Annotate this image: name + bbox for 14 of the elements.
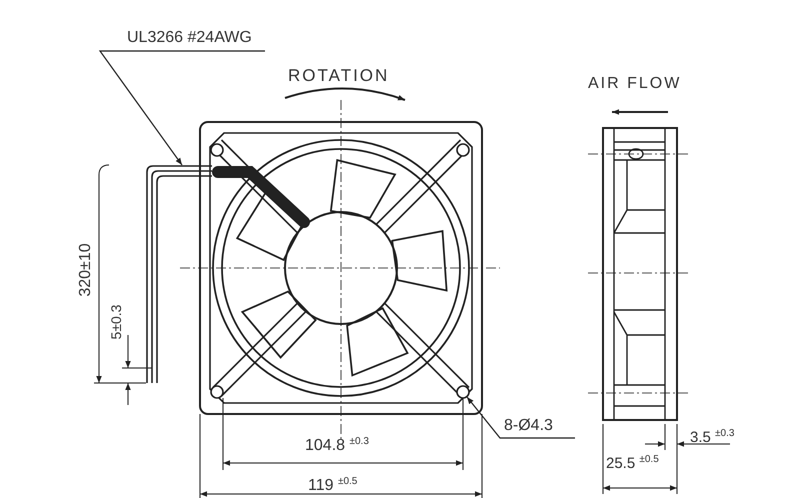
dimension-label: 5±0.3 [107,304,125,340]
direction-label: AIR FLOW [588,74,682,94]
dimension-label: 3.5 $^{±0.3}$ [690,427,734,448]
mounting-hole [456,385,470,399]
cable-wires [146,165,212,383]
hole-spec-label: 8-Ø4.3 [498,416,575,438]
dimension-label: 104.8 $^{±0.3}$ [305,435,369,456]
cable-spec-label: UL3266 #24AWG [100,28,265,51]
dimension-label: 320±10 [76,243,95,297]
direction-label: ROTATION [288,66,390,86]
dimension-label: 119 $^{±0.5}$ [308,475,358,496]
leader-line [466,396,575,439]
leader-line [98,50,265,166]
dimension-label: 25.5 $^{±0.5}$ [606,453,659,474]
